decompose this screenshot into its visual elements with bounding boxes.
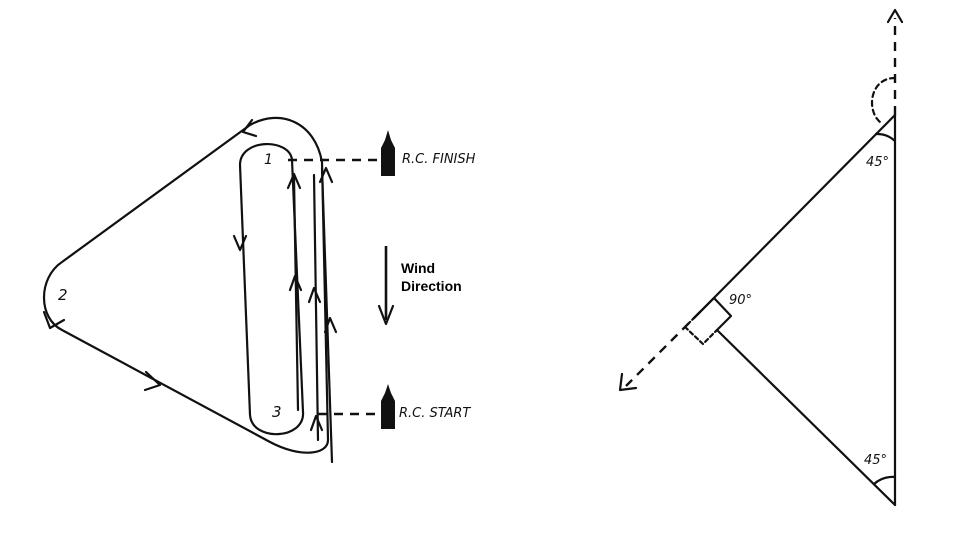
upwind-leg-outer — [320, 166, 334, 464]
upwind-leg-inner — [292, 176, 300, 412]
mark-2-label: 2 — [58, 286, 68, 304]
upwind-leg-middle — [312, 173, 320, 442]
arrow-up-middle-mid — [307, 286, 322, 304]
course-diagram: 1 2 3 R.C. FINISH R.C. START Wind Direct… — [42, 116, 476, 464]
top-angle-label: 45° — [866, 155, 889, 170]
lower-diagonal — [715, 328, 897, 507]
committee-boat-icon-finish — [381, 130, 395, 176]
arrow-down-inner — [232, 234, 248, 252]
arrow-left-mark2 — [42, 310, 66, 330]
upper-diagonal — [698, 113, 897, 314]
mark-1-label: 1 — [264, 152, 273, 168]
wind-label-line1: Wind — [401, 260, 435, 276]
windward-leeward-loop — [238, 143, 305, 436]
arrow-up-inner-top — [286, 172, 302, 190]
arrow-downleft-icon — [618, 372, 638, 392]
dashed-turn-loop — [871, 76, 897, 124]
mark-3-label: 3 — [272, 403, 282, 421]
committee-boat-icon-start — [381, 384, 395, 429]
bottom-angle-arc — [872, 475, 897, 486]
arrow-up-inner-mid — [288, 274, 303, 292]
arrow-up-middle-top — [318, 166, 334, 184]
angle-diagram: 45° 90° 45° — [618, 8, 904, 507]
top-angle-arc — [874, 132, 897, 143]
arrow-up-outer-mid — [323, 316, 338, 334]
start-label: R.C. START — [399, 406, 471, 421]
arrow-up-icon — [886, 8, 904, 24]
middle-angle-label: 90° — [729, 293, 752, 308]
wind-arrow-head — [377, 304, 395, 326]
arrow-top-left — [241, 118, 258, 138]
dashed-extension-left — [625, 311, 701, 387]
right-angle-square — [698, 296, 733, 332]
bottom-angle-label: 45° — [864, 453, 887, 468]
arrow-downright-leg — [143, 370, 162, 392]
arrow-up-middle-low — [309, 414, 324, 432]
finish-label: R.C. FINISH — [402, 152, 476, 167]
triangle-course-path — [42, 116, 330, 454]
right-angle-square-dashed — [683, 310, 719, 346]
wind-label-line2: Direction — [401, 278, 462, 294]
